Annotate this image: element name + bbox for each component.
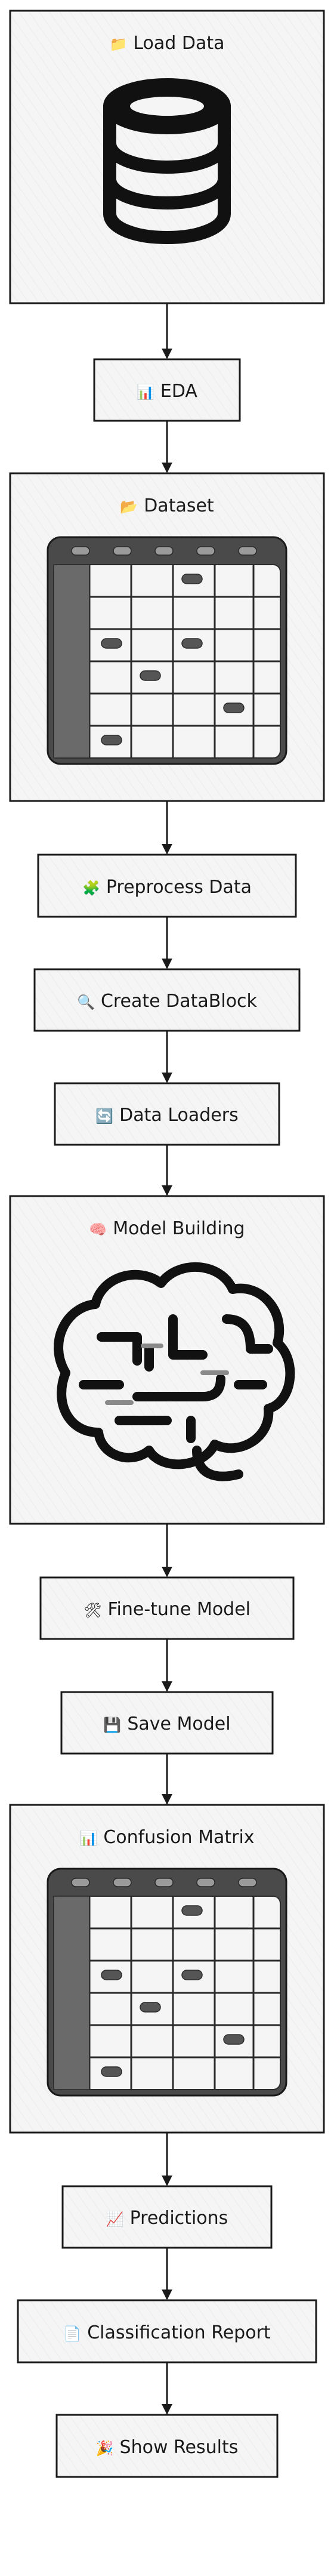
svg-text:📂Dataset: 📂 Dataset [120, 495, 214, 516]
node-model-building: 🧠 Model Building [9, 1195, 325, 1525]
svg-text:📄Classification Report: 📄 Classification Report [63, 2322, 271, 2343]
svg-text:📁Load Data: 📁 Load Data [109, 33, 224, 54]
node-label-data-loaders: Data Loaders [119, 1105, 239, 1126]
svg-text:🎉Show Results: 🎉 Show Results [96, 2437, 239, 2458]
svg-text:🔄Data Loaders: 🔄 Data Loaders [95, 1105, 238, 1126]
table-icon [47, 1868, 287, 2097]
document-icon: 📄 [63, 2325, 81, 2342]
node-save-model: 💾 Save Model [60, 1691, 274, 1755]
node-preprocess-data: 🧩 Preprocess Data [37, 853, 297, 918]
node-fine-tune-model: 🛠 Fine-tune Model [39, 1576, 295, 1640]
svg-text:📈Predictions: 📈 Predictions [106, 2208, 228, 2229]
refresh-icon: 🔄 [95, 1108, 113, 1124]
node-create-datablock: 🔍 Create DataBlock [33, 968, 301, 1032]
table-icon [47, 536, 287, 765]
tools-icon: 🛠 [84, 1602, 101, 1619]
node-label-load-data: Load Data [133, 33, 224, 54]
trend-chart-icon: 📈 [106, 2211, 124, 2227]
brain-icon: 🧠 [89, 1221, 107, 1238]
svg-text:🧩Preprocess Data: 🧩 Preprocess Data [82, 877, 252, 898]
node-label-show-results: Show Results [120, 2437, 239, 2458]
node-label-predictions: Predictions [130, 2208, 228, 2229]
node-dataset: 📂 Dataset [9, 472, 325, 802]
node-load-data: 📁 Load Data [9, 10, 325, 304]
svg-text:🧠Model Building: 🧠 Model Building [89, 1218, 245, 1239]
folder-icon: 📁 [109, 36, 127, 53]
node-eda: 📊 EDA [93, 358, 241, 422]
node-label-preprocess-data: Preprocess Data [106, 877, 252, 898]
node-label-classification-report: Classification Report [87, 2322, 271, 2343]
node-show-results: 🎉 Show Results [55, 2414, 279, 2478]
database-icon [103, 78, 231, 245]
node-label-confusion-matrix: Confusion Matrix [103, 1827, 254, 1848]
node-data-loaders: 🔄 Data Loaders [54, 1082, 280, 1146]
bar-chart-icon: 📊 [79, 1830, 97, 1847]
svg-text:🔍Create DataBlock: 🔍 Create DataBlock [77, 991, 258, 1012]
folder-icon: 📂 [120, 498, 138, 515]
node-confusion-matrix: 📊 Confusion Matrix [9, 1804, 325, 2134]
magnifier-icon: 🔍 [77, 993, 95, 1010]
floppy-icon: 💾 [103, 1717, 121, 1733]
node-label-dataset: Dataset [144, 495, 214, 516]
svg-text:📊EDA: 📊 EDA [137, 381, 197, 402]
svg-text:💾Save Model: 💾 Save Model [103, 1714, 230, 1734]
node-label-save-model: Save Model [127, 1714, 230, 1734]
node-classification-report: 📄 Classification Report [17, 2299, 317, 2364]
node-label-fine-tune-model: Fine-tune Model [107, 1599, 250, 1620]
svg-text:🛠Fine-tune Model: 🛠 Fine-tune Model [84, 1599, 250, 1620]
party-icon: 🎉 [96, 2440, 114, 2457]
node-label-eda: EDA [160, 381, 198, 402]
brain-illustration [54, 1262, 295, 1481]
node-predictions: 📈 Predictions [61, 2185, 273, 2249]
node-label-model-building: Model Building [113, 1218, 245, 1239]
bar-chart-icon: 📊 [137, 384, 154, 400]
puzzle-icon: 🧩 [82, 880, 100, 896]
svg-text:📊Confusion Matrix: 📊 Confusion Matrix [79, 1827, 254, 1848]
node-label-create-datablock: Create DataBlock [101, 991, 258, 1012]
